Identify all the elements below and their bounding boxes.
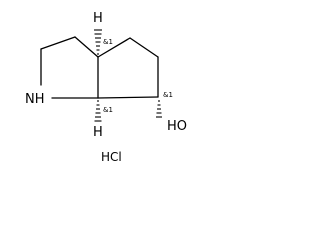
stereo-label-c6: &1 [163,91,173,99]
hashed-wedge-top [94,29,102,55]
atom-h-bottom: H [93,125,103,140]
molecule-diagram: H NH H HO &1 &1 &1 HCl [25,11,187,164]
bond-c3a-c4 [97,37,131,58]
atom-nh: NH [25,92,45,107]
bond-c6-c6a [97,96,159,99]
stereo-label-c3a: &1 [103,38,113,46]
bond-c3-c3a [74,36,99,58]
stereo-label-c6a: &1 [103,106,113,114]
salt-label: HCl [101,150,122,164]
atom-h-top: H [93,11,103,26]
hashed-wedge-oh [156,100,162,118]
atom-oh: HO [167,119,187,134]
hashed-wedge-bottom [94,100,102,122]
bond-c2-c3 [40,36,76,50]
bond-c4-c5 [129,37,159,58]
